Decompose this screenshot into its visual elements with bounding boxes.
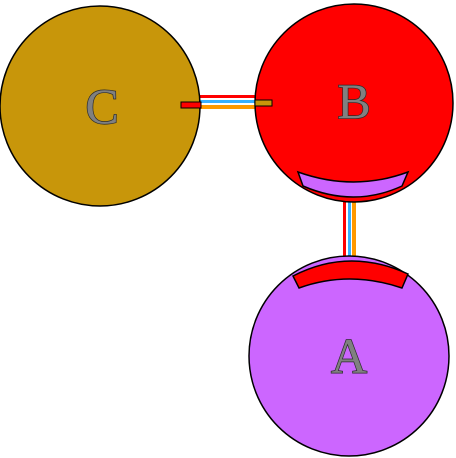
edge-b-a[interactable] bbox=[343, 196, 356, 258]
edge-c-b-stripe-4 bbox=[200, 105, 255, 109]
node-b-port-left bbox=[254, 99, 273, 107]
node-c-port-right bbox=[180, 101, 202, 109]
edge-c-b-stripe-1 bbox=[200, 95, 255, 98]
node-a-label: A bbox=[331, 328, 367, 384]
edge-b-a-stripe-4 bbox=[352, 196, 356, 258]
node-b-label: B bbox=[337, 73, 370, 129]
edge-c-b-stripe-3 bbox=[200, 100, 255, 103]
node-c-label: C bbox=[85, 78, 118, 134]
node-b-port-bottom bbox=[296, 170, 410, 198]
edge-b-a-stripe-1 bbox=[343, 196, 346, 258]
node-a[interactable]: A bbox=[248, 255, 450, 457]
edge-b-a-stripe-3 bbox=[348, 196, 351, 258]
node-c[interactable]: C bbox=[0, 5, 202, 207]
edge-c-b[interactable] bbox=[200, 95, 255, 109]
node-a-circle bbox=[248, 255, 450, 457]
edge-c-b-stripe-2 bbox=[200, 98, 255, 100]
node-a-port-top bbox=[291, 260, 409, 289]
edge-b-a-stripe-2 bbox=[346, 196, 348, 258]
node-b[interactable]: B bbox=[254, 3, 454, 203]
